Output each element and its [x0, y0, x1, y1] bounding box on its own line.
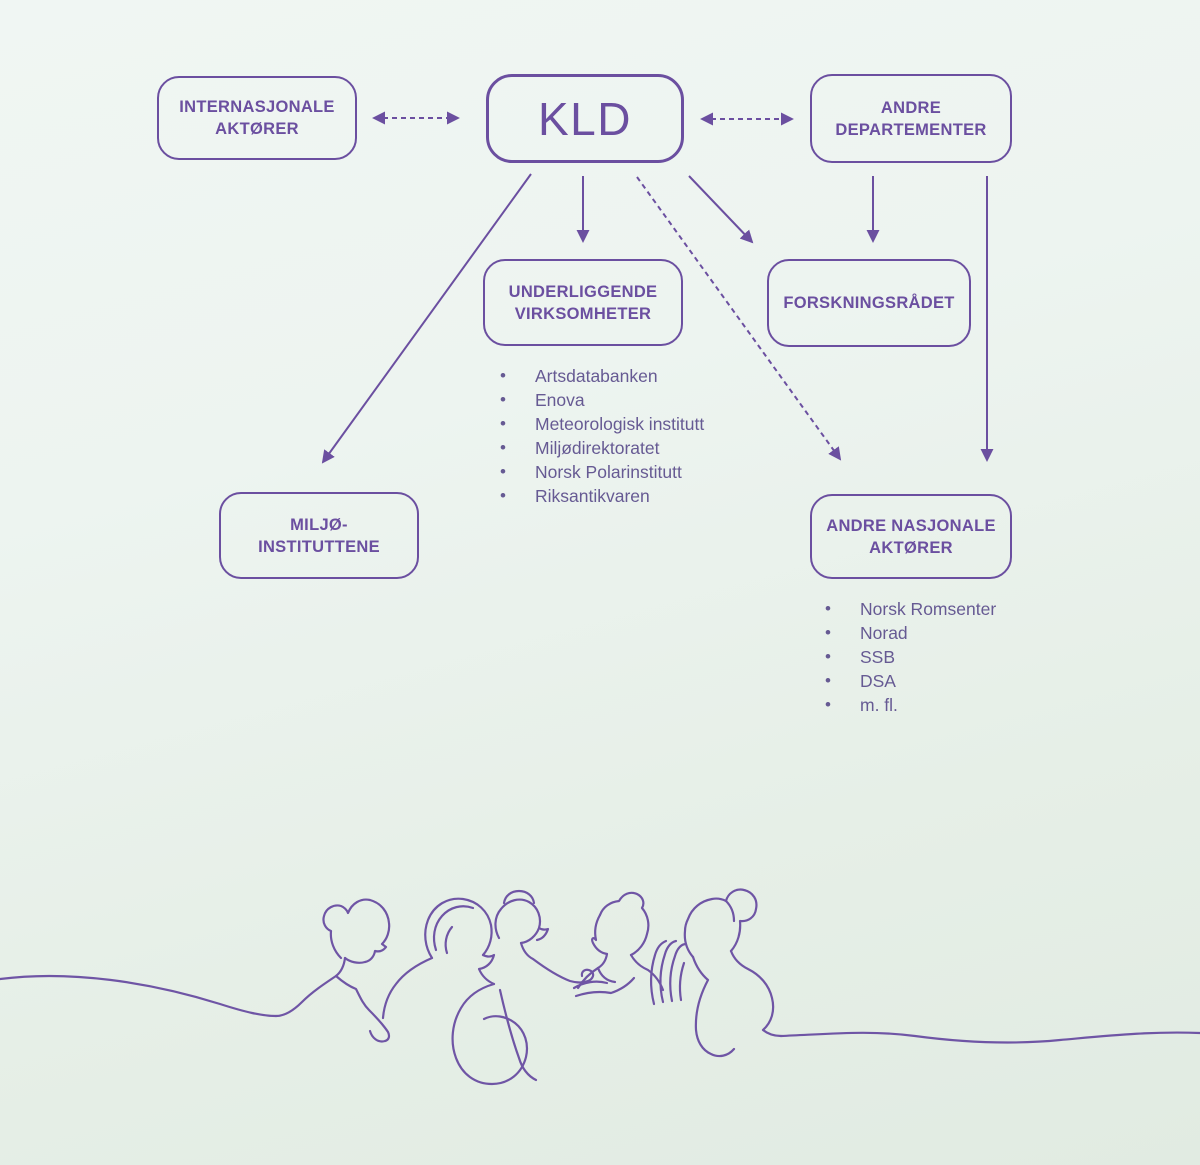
arrow-kld-forskningsradet: [688, 175, 754, 244]
node-label-line: AKTØRER: [869, 538, 953, 557]
list-item: SSB: [822, 645, 1034, 669]
list-item: Meteorologisk institutt: [497, 412, 709, 436]
list-item: Riksantikvaren: [497, 484, 709, 508]
list-item: Norsk Polarinstitutt: [497, 460, 709, 484]
node-andre-nasjonale-aktorer: ANDRE NASJONALE AKTØRER: [810, 494, 1012, 579]
node-andre-departementer: ANDRE DEPARTEMENTER: [810, 74, 1012, 163]
node-label-line: UNDERLIGGENDE: [508, 282, 658, 301]
node-label-line: INTERNASJONALE: [179, 98, 335, 116]
node-label-line: AKTØRER: [215, 120, 299, 138]
node-internasjonale-aktorer: INTERNASJONALE AKTØRER: [157, 76, 357, 160]
arrow-kld-miljoinstituttene: [321, 173, 532, 464]
list-item: DSA: [822, 669, 1034, 693]
node-label-line: MILJØ-: [290, 515, 348, 534]
list-item: Norsk Romsenter: [822, 597, 1034, 621]
andre-nasjonale-aktorer-list: Norsk RomsenterNoradSSBDSAm. fl.: [822, 597, 1034, 717]
node-forskningsradet: FORSKNINGSRÅDET: [767, 259, 971, 347]
list-item: Norad: [822, 621, 1034, 645]
people-line-illustration: [0, 888, 1200, 1086]
list-item: Artsdatabanken: [497, 364, 709, 388]
list-item: m. fl.: [822, 693, 1034, 717]
node-label-line: VIRKSOMHETER: [514, 304, 652, 323]
node-label-line: INSTITUTTENE: [258, 537, 380, 556]
node-kld-label: KLD: [538, 92, 632, 145]
list-item: Enova: [497, 388, 709, 412]
underliggende-virksomheter-list: ArtsdatabankenEnovaMeteorologisk institu…: [497, 364, 709, 508]
node-label-line: DEPARTEMENTER: [835, 120, 987, 139]
list-item: Miljødirektoratet: [497, 436, 709, 460]
node-label-line: FORSKNINGSRÅDET: [783, 294, 955, 312]
node-underliggende-virksomheter: UNDERLIGGENDE VIRKSOMHETER: [483, 259, 683, 346]
node-label-line: ANDRE NASJONALE: [826, 516, 996, 535]
node-kld: KLD: [486, 74, 684, 163]
node-miljoinstituttene: MILJØ- INSTITUTTENE: [219, 492, 419, 579]
node-label-line: ANDRE: [880, 98, 942, 117]
arrow-kld-andre-nasjonale-aktorer: [636, 176, 842, 461]
